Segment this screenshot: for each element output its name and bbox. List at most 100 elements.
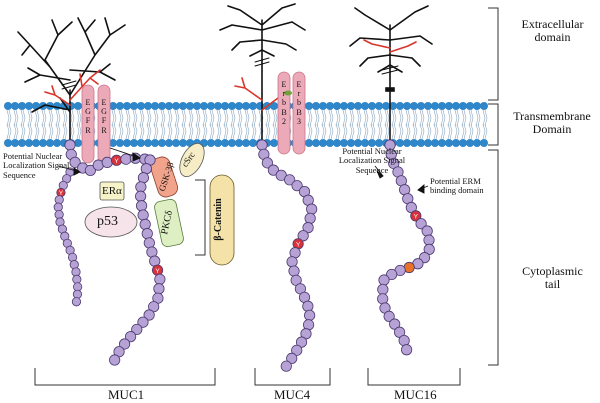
lipid-tail: [181, 109, 187, 127]
lipid-head: [53, 102, 61, 110]
lipid-head: [109, 102, 117, 110]
lipid-head: [312, 139, 320, 147]
lipid-head: [347, 139, 355, 147]
amino-acid-bead: [135, 181, 147, 193]
lipid-tail: [202, 109, 208, 127]
lipid-tail: [265, 123, 271, 140]
lipid-tail: [419, 109, 425, 127]
lipid-head: [340, 102, 348, 110]
amino-acid-bead: [377, 283, 389, 296]
lipid-tail: [412, 109, 418, 127]
nls-line: Localization Signal: [338, 155, 406, 166]
amino-acid-bead: [306, 203, 318, 215]
lipid-tail: [76, 123, 82, 140]
region-label-line: Extracellular: [521, 17, 584, 31]
lipid-head: [473, 139, 481, 147]
lipid-head: [326, 102, 334, 110]
lipid-head: [207, 102, 215, 110]
amino-acid-bead: [267, 164, 280, 176]
amino-acid-bead: [383, 310, 395, 323]
lipid-head: [438, 102, 446, 110]
lipid-tail: [321, 123, 327, 140]
lipid-tail: [482, 123, 488, 140]
lipid-head: [312, 102, 320, 110]
lipid-head: [235, 139, 243, 147]
lipid-tail: [41, 123, 47, 140]
lipid-head: [74, 102, 82, 110]
pkc-delta-box: [154, 198, 184, 248]
amino-acid-bead: [415, 218, 427, 230]
beta-catenin-label: β-Catenin: [212, 198, 224, 241]
tyrosine-label: Y: [296, 241, 301, 248]
amino-acid-bead: [120, 153, 132, 165]
amino-acid-bead: [291, 344, 303, 356]
amino-acid-bead: [154, 273, 166, 285]
lipid-tail: [314, 123, 320, 140]
lipid-tail: [111, 109, 117, 127]
lipid-tail: [272, 109, 278, 127]
lipid-tail: [174, 109, 180, 127]
p53-label: p53: [97, 214, 118, 229]
lipid-tail: [230, 109, 236, 127]
lipid-head: [354, 139, 362, 147]
lipid-tail: [146, 109, 152, 127]
lipid-tail: [34, 109, 40, 127]
lipid-head: [242, 102, 250, 110]
muc1-label: MUC1: [108, 387, 145, 402]
amino-acid-bead: [153, 283, 165, 295]
lipid-tail: [384, 109, 390, 127]
nls-line: Sequence: [355, 164, 389, 175]
lipid-tail: [13, 109, 19, 127]
lipid-tail: [244, 109, 250, 127]
lipid-head: [382, 102, 390, 110]
amino-acid-bead: [398, 334, 410, 347]
erbb3-letters: E r b B 3: [295, 80, 303, 126]
erbb2-letters: E r b B 2: [280, 80, 288, 126]
transmembrane-domain-label: Transmembrane Domain: [506, 109, 598, 136]
lipid-head: [39, 139, 47, 147]
lipid-head: [228, 139, 236, 147]
amino-acid-bead: [410, 210, 422, 222]
lipid-head: [340, 139, 348, 147]
lipid-tail: [223, 109, 229, 127]
lipid-head: [123, 102, 131, 110]
amino-acid-bead: [71, 297, 82, 307]
lipid-head: [116, 102, 124, 110]
lipid-head: [165, 102, 173, 110]
lipid-head: [403, 102, 411, 110]
amino-acid-bead: [286, 256, 298, 268]
lipid-head: [270, 139, 278, 147]
lipid-tail: [195, 123, 201, 140]
lipid-head: [53, 139, 61, 147]
receptor-letter: B: [281, 107, 287, 117]
erbb2-receptor: [277, 71, 292, 155]
lipid-tail: [307, 109, 313, 127]
receptor-letter: F: [101, 116, 107, 126]
lipid-tail: [139, 109, 145, 127]
lipid-head: [214, 139, 222, 147]
lipid-head: [144, 102, 152, 110]
lipid-tail: [475, 123, 481, 140]
lipid-tail: [468, 109, 474, 127]
region-label-line: tail: [544, 277, 561, 292]
lipid-tail: [55, 109, 61, 127]
amino-acid-bead: [284, 174, 296, 186]
lipid-head: [11, 139, 19, 147]
lipid-tail: [370, 109, 376, 127]
lipid-head: [137, 139, 145, 147]
amino-acid-bead: [109, 354, 121, 366]
lipid-tail: [174, 123, 180, 140]
cell-membrane: [4, 102, 488, 147]
lipid-head: [480, 102, 488, 110]
lipid-tail: [20, 109, 26, 127]
lipid-head: [193, 102, 201, 110]
lipid-head: [452, 139, 460, 147]
lipid-head: [228, 102, 236, 110]
lipid-head: [459, 139, 467, 147]
amino-acid-bead: [137, 172, 149, 184]
lipid-head: [18, 139, 26, 147]
amino-acid-bead: [421, 225, 433, 237]
lipid-tail: [118, 109, 124, 127]
lipid-tail: [20, 123, 26, 140]
amino-acid-bead: [137, 316, 149, 328]
